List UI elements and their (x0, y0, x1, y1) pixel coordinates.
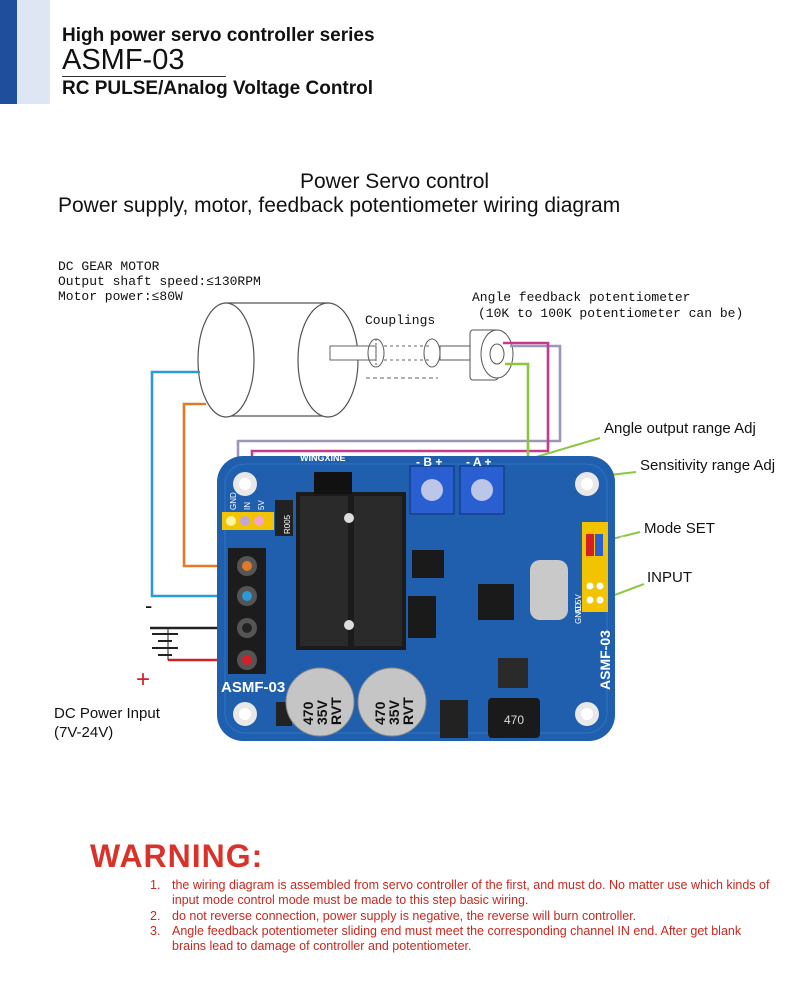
potentiometer-name-label: Angle feedback potentiometer (472, 290, 691, 305)
board-silkscreen: - B + - A + ASMF-03 WINGXINE R005 ASMF-0… (221, 453, 628, 696)
board-resistor-code: R005 (283, 514, 292, 534)
right-pin-5v: 5V (574, 594, 583, 604)
right-pin-pot: POT (619, 531, 628, 548)
warning-item: 1. the wiring diagram is assembled from … (150, 878, 770, 909)
warning-item-number: 3. (150, 923, 161, 938)
dc-power-range-label: (7V-24V) (54, 724, 114, 741)
controller-board (217, 456, 615, 741)
sensitivity-adj-label: Sensitivity range Adj (640, 457, 776, 474)
board-right-brand: WINGXINE (616, 642, 626, 688)
cap1-value: 470 (300, 701, 316, 725)
angle-output-adj-label: Angle output range Adj (604, 420, 756, 437)
negative-sign: - (145, 593, 153, 618)
capacitor-markings: 470 35V RVT 470 35V RVT (300, 697, 416, 725)
control-mode-subtitle: RC PULSE/Analog Voltage Control (62, 78, 374, 99)
cap1-series: RVT (328, 697, 344, 725)
cap1-voltage: 35V (314, 699, 330, 725)
warning-list: 1. the wiring diagram is assembled from … (150, 878, 770, 954)
left-pin-in: IN (243, 502, 252, 510)
header-accent-bar (0, 0, 17, 104)
positive-sign: + (136, 666, 151, 693)
potentiometer-range-label: (10K to 100K potentiometer can be) (478, 306, 744, 321)
warning-title: WARNING: (90, 838, 264, 874)
cap2-voltage: 35V (386, 699, 402, 725)
warning-item-text: do not reverse connection, power supply … (172, 908, 637, 923)
warning-item-text: the wiring diagram is assembled from ser… (172, 878, 770, 908)
right-pin-gnd: GND (574, 606, 583, 624)
couplings-label: Couplings (365, 313, 436, 328)
header-divider (62, 76, 226, 77)
dc-power-input-label: DC Power Input (54, 705, 160, 722)
board-pot-label-b: - B + (416, 455, 442, 469)
left-pin-gnd: GND (229, 492, 238, 510)
motor-power-label: Motor power:≤80W (58, 289, 183, 304)
warning-item-number: 2. (150, 908, 161, 923)
warning-item: 2. do not reverse connection, power supp… (150, 909, 770, 924)
motor-name-label: DC GEAR MOTOR (58, 259, 160, 274)
warning-item: 3. Angle feedback potentiometer sliding … (150, 924, 770, 955)
warning-item-number: 1. (150, 878, 161, 892)
angle-feedback-potentiometer (469, 329, 514, 381)
dc-gear-motor (197, 302, 377, 418)
warning-item-text: Angle feedback potentiometer sliding end… (172, 923, 742, 954)
cap2-series: RVT (400, 697, 416, 725)
right-pin-ad: AD (574, 603, 583, 614)
product-model: ASMF-03 (62, 44, 185, 76)
board-right-model: ASMF-03 (597, 630, 613, 690)
left-pin-5v: 5V (257, 500, 266, 510)
battery-symbol (152, 633, 178, 656)
right-pin-rc: RC (619, 560, 628, 572)
couplings (366, 338, 471, 379)
motor-speed-label: Output shaft speed:≤130RPM (58, 274, 261, 289)
board-pot-label-a: - A + (466, 455, 491, 469)
diagram-subtitle: Power supply, motor, feedback potentiome… (58, 194, 621, 217)
inductor-marking: 470 (504, 713, 524, 727)
board-model-label: ASMF-03 (221, 679, 285, 696)
header-accent-tab (17, 0, 50, 104)
product-series-title: High power servo controller series (62, 25, 375, 46)
board-brand-label: WINGXINE (300, 453, 346, 463)
mode-set-label: Mode SET (644, 520, 715, 537)
diagram-title: Power Servo control (299, 170, 490, 193)
right-pin-s: S (619, 585, 628, 590)
input-label: INPUT (647, 569, 692, 586)
cap2-value: 470 (372, 701, 388, 725)
